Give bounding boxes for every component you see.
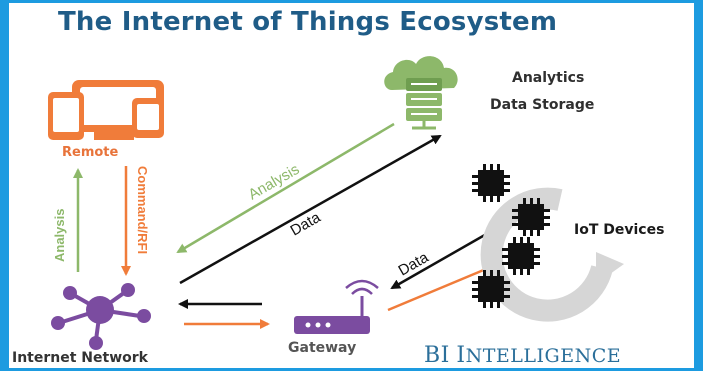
- arrow-analysis-diagonal: [176, 122, 395, 254]
- label-command-rfi: Command/RFI: [135, 166, 150, 254]
- brand-bi: BI: [424, 343, 450, 368]
- iot-devices-label: IoT Devices: [574, 222, 665, 238]
- gateway-label: Gateway: [288, 340, 357, 356]
- brand-rest: NTELLIGENCE: [465, 345, 622, 367]
- arrow-devices-to-gateway: [390, 230, 491, 290]
- internet-network-label: Internet Network: [12, 350, 148, 366]
- chip-icon: [472, 164, 510, 202]
- cloud-server-icon: [384, 56, 458, 130]
- data-storage-label: Data Storage: [490, 97, 595, 113]
- remote-label: Remote: [62, 145, 119, 160]
- chip-icon: [472, 270, 510, 308]
- chip-icon: [502, 237, 540, 275]
- router-icon: [294, 279, 379, 334]
- remote-devices-icon: [48, 80, 164, 140]
- label-data-diagonal: Data: [288, 209, 325, 240]
- analytics-label: Analytics: [512, 70, 585, 86]
- chip-icon: [512, 198, 550, 236]
- label-analysis-vertical: Analysis: [52, 209, 67, 262]
- brand-logo: BI INTELLIGENCE: [424, 343, 621, 368]
- arrow-data-diagonal: [179, 134, 442, 285]
- page-title: The Internet of Things Ecosystem: [58, 7, 558, 37]
- network-hub-icon: [51, 283, 151, 350]
- brand-i: I: [456, 343, 466, 368]
- arrow-gateway-to-devices: [387, 262, 500, 312]
